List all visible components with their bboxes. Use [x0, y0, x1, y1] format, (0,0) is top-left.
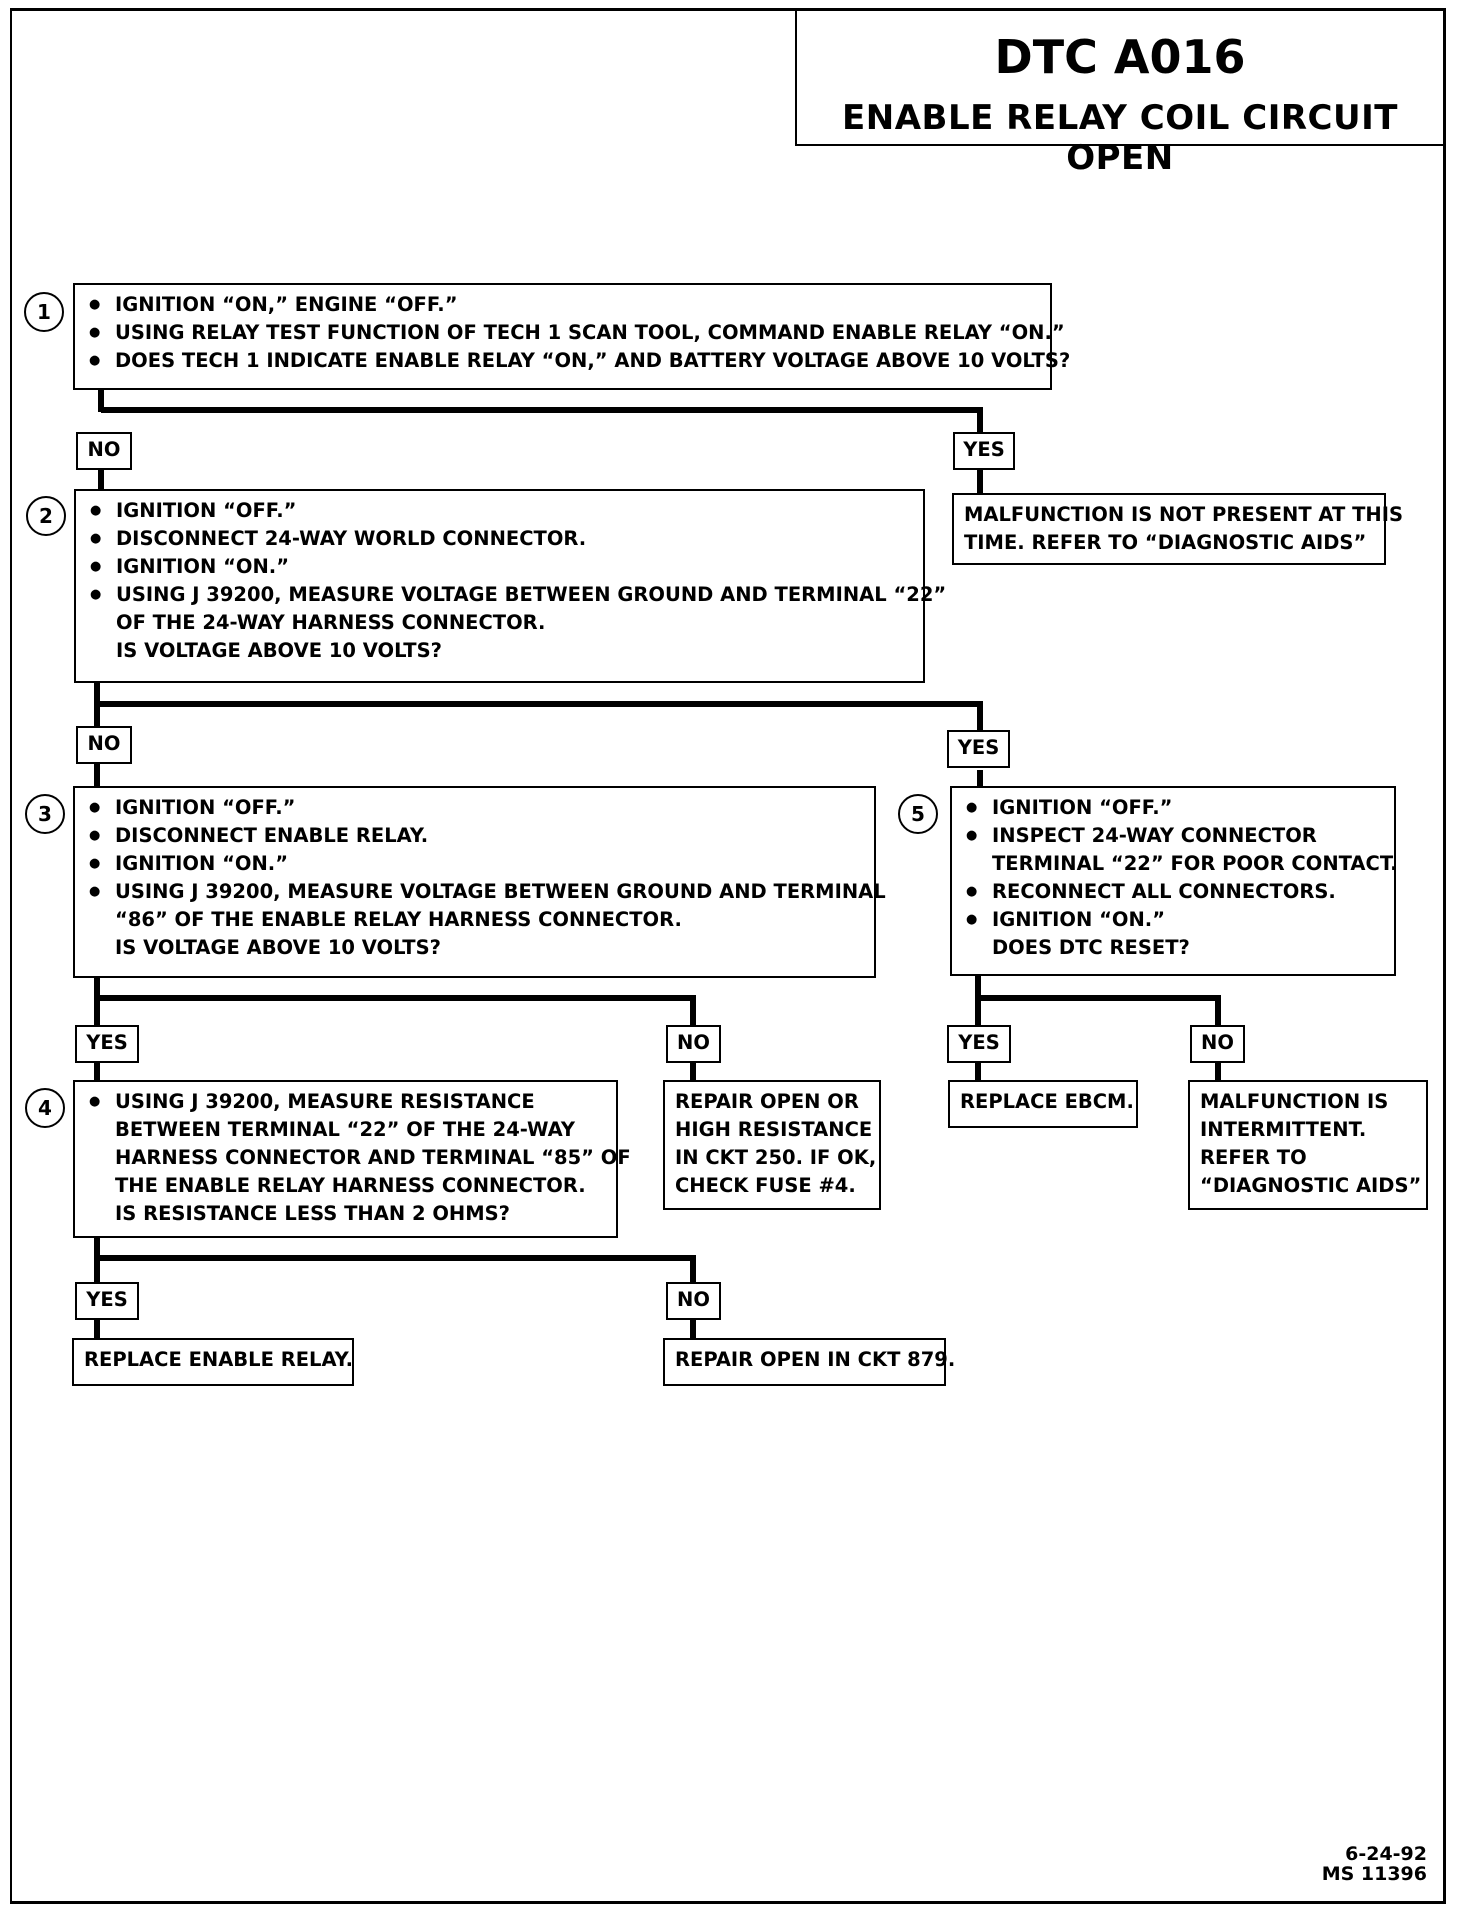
footer-date: 6-24-92 [1345, 1843, 1427, 1865]
step-5-number: 5 [898, 794, 938, 834]
s4-line: IS RESISTANCE LESS THAN 2 OHMS? [115, 1202, 510, 1225]
s3-line: IGNITION “ON.” [85, 850, 864, 878]
title-block: DTC A016 ENABLE RELAY COIL CIRCUIT OPEN [795, 8, 1446, 178]
label-yes-2: YES [947, 730, 1010, 768]
r5_no-line: “DIAGNOSTIC AIDS” [1200, 1174, 1422, 1197]
s4-line: BETWEEN TERMINAL “22” OF THE 24-WAY [115, 1118, 575, 1141]
s4-line: USING J 39200, MEASURE RESISTANCE [85, 1088, 606, 1116]
r5_no-line: MALFUNCTION IS [1200, 1090, 1389, 1113]
s1-line: USING RELAY TEST FUNCTION OF TECH 1 SCAN… [85, 319, 1065, 347]
label-no-4: NO [666, 1282, 721, 1320]
step-2-box: IGNITION “OFF.”DISCONNECT 24-WAY WORLD C… [74, 489, 946, 683]
result-not-present: MALFUNCTION IS NOT PRESENT AT THIS TIME. … [952, 493, 1404, 565]
step-3-box: IGNITION “OFF.”DISCONNECT ENABLE RELAY.I… [73, 786, 886, 978]
footer-code: MS 11396 [1321, 1863, 1427, 1885]
connector-1-split [101, 407, 983, 432]
step-1-number: 1 [24, 292, 64, 332]
result-repair-ckt-250: REPAIR OPEN OR HIGH RESISTANCE IN CKT 250.… [663, 1080, 881, 1210]
connector-5-split [975, 975, 1221, 1025]
s3-line: IS VOLTAGE ABOVE 10 VOLTS? [115, 936, 441, 959]
r3_no-line: HIGH RESISTANCE [675, 1118, 873, 1141]
label-no-1: NO [76, 432, 132, 470]
s3-line: DISCONNECT ENABLE RELAY. [85, 822, 864, 850]
s5-line: DOES DTC RESET? [992, 936, 1190, 959]
s3-line: IGNITION “OFF.” [85, 794, 864, 822]
label-yes-5: YES [947, 1025, 1011, 1063]
s2-line: DISCONNECT 24-WAY WORLD CONNECTOR. [86, 525, 913, 553]
s1-line: DOES TECH 1 INDICATE ENABLE RELAY “ON,” … [85, 347, 1070, 375]
r1_yes-line: MALFUNCTION IS NOT PRESENT AT THIS [964, 503, 1404, 526]
s3-line: “86” OF THE ENABLE RELAY HARNESS CONNECT… [115, 908, 682, 931]
step-5-box: IGNITION “OFF.”INSPECT 24-WAY CONNECTORT… [950, 786, 1398, 976]
step-3-number: 3 [25, 794, 65, 834]
r3_no-line: REPAIR OPEN OR [675, 1090, 859, 1113]
s2-line: OF THE 24-WAY HARNESS CONNECTOR. [116, 611, 546, 634]
s4-line: HARNESS CONNECTOR AND TERMINAL “85” OF [115, 1146, 631, 1169]
s2-line: IS VOLTAGE ABOVE 10 VOLTS? [116, 639, 442, 662]
result-intermittent: MALFUNCTION IS INTERMITTENT. REFER TO “DIAG… [1188, 1080, 1428, 1210]
r1_yes-line: TIME. REFER TO “DIAGNOSTIC AIDS” [964, 531, 1367, 554]
s4-line: THE ENABLE RELAY HARNESS CONNECTOR. [115, 1174, 586, 1197]
r3_no-line: IN CKT 250. IF OK, [675, 1146, 877, 1169]
r5_no-line: REFER TO [1200, 1146, 1307, 1169]
step-4-box: USING J 39200, MEASURE RESISTANCEBETWEEN… [73, 1080, 631, 1238]
connector-2-split [94, 683, 983, 735]
s5-line: IGNITION “ON.” [962, 906, 1384, 934]
label-yes-4: YES [75, 1282, 139, 1320]
result-repair-ckt-879: REPAIR OPEN IN CKT 879. [663, 1338, 956, 1386]
label-no-2: NO [76, 726, 132, 764]
label-yes-3: YES [75, 1025, 139, 1063]
r4_yes-line: REPLACE ENABLE RELAY. [84, 1348, 353, 1371]
s5-line: TERMINAL “22” FOR POOR CONTACT. [992, 852, 1398, 875]
s3-line: USING J 39200, MEASURE VOLTAGE BETWEEN G… [85, 878, 886, 906]
s1-line: IGNITION “ON,” ENGINE “OFF.” [85, 291, 1040, 319]
r5_no-line: INTERMITTENT. [1200, 1118, 1367, 1141]
r5_yes-line: REPLACE EBCM. [960, 1090, 1134, 1113]
dtc-code: DTC A016 [994, 30, 1246, 84]
s5-line: RECONNECT ALL CONNECTORS. [962, 878, 1384, 906]
footer-ref: 6-24-92 MS 11396 [1322, 1844, 1427, 1884]
result-replace-relay: REPLACE ENABLE RELAY. [72, 1338, 354, 1386]
r3_no-line: CHECK FUSE #4. [675, 1174, 856, 1197]
r4_no-line: REPAIR OPEN IN CKT 879. [675, 1348, 956, 1371]
s2-line: USING J 39200, MEASURE VOLTAGE BETWEEN G… [86, 581, 946, 609]
step-4-number: 4 [25, 1088, 65, 1128]
page-frame [10, 8, 1446, 1904]
label-no-5: NO [1190, 1025, 1245, 1063]
s5-line: INSPECT 24-WAY CONNECTOR [962, 822, 1384, 850]
result-replace-ebcm: REPLACE EBCM. [948, 1080, 1138, 1128]
s2-line: IGNITION “ON.” [86, 553, 913, 581]
s2-line: IGNITION “OFF.” [86, 497, 913, 525]
dtc-title: ENABLE RELAY COIL CIRCUIT OPEN [842, 98, 1398, 178]
connector-4-split [94, 1238, 696, 1282]
label-no-3: NO [666, 1025, 721, 1063]
s5-line: IGNITION “OFF.” [962, 794, 1384, 822]
connector-3-split [94, 978, 696, 1025]
step-2-number: 2 [26, 496, 66, 536]
label-yes-1: YES [953, 432, 1015, 470]
step-1-box: IGNITION “ON,” ENGINE “OFF.”USING RELAY … [73, 283, 1070, 390]
